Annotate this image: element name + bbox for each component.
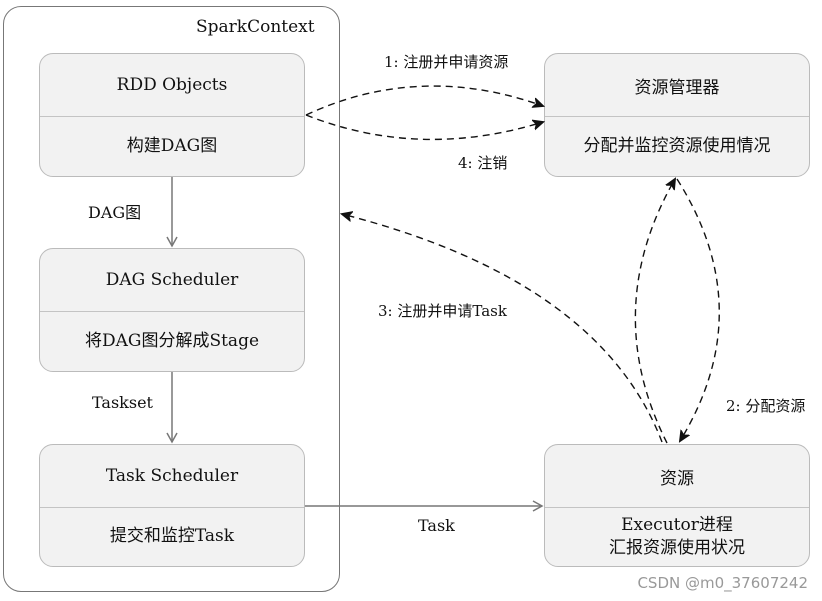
label-taskset: Taskset <box>92 393 153 412</box>
dag-scheduler-body: 将DAG图分解成Stage <box>84 330 260 351</box>
watermark: CSDN @m0_37607242 <box>637 574 808 592</box>
label-dag-graph: DAG图 <box>88 203 142 222</box>
label-unregister: 4: 注销 <box>458 154 508 172</box>
resource-body-executor: Executor进程 <box>621 514 733 535</box>
resource-manager-header: 资源管理器 <box>545 54 809 117</box>
arrow-allocate-resource <box>676 178 720 441</box>
arrow-register-resource <box>305 85 543 116</box>
label-register-task: 3: 注册并申请Task <box>378 302 507 320</box>
spark-context-container <box>3 6 340 592</box>
resource-body-report: 汇报资源使用状况 <box>609 537 745 558</box>
dag-scheduler-box: DAG Scheduler 将DAG图分解成Stage <box>39 248 305 372</box>
task-scheduler-header: Task Scheduler <box>40 445 304 508</box>
label-register-resource: 1: 注册并申请资源 <box>384 53 509 71</box>
resource-box: 资源 Executor进程 汇报资源使用状况 <box>544 444 810 567</box>
resource-manager-box: 资源管理器 分配并监控资源使用情况 <box>544 53 810 177</box>
arrow-unregister <box>305 114 543 141</box>
task-scheduler-body: 提交和监控Task <box>109 526 235 546</box>
spark-context-title: SparkContext <box>196 17 315 37</box>
task-scheduler-box: Task Scheduler 提交和监控Task <box>39 444 305 567</box>
label-allocate-resource: 2: 分配资源 <box>726 397 806 415</box>
arrow-register-task <box>342 214 663 443</box>
rdd-objects-header: RDD Objects <box>40 54 304 117</box>
rdd-objects-box: RDD Objects 构建DAG图 <box>39 53 305 177</box>
rdd-objects-body: 构建DAG图 <box>126 135 218 156</box>
resource-manager-body: 分配并监控资源使用情况 <box>583 135 771 156</box>
resource-header: 资源 <box>545 445 809 508</box>
arrow-report-resource <box>634 179 675 444</box>
label-task: Task <box>418 516 455 535</box>
dag-scheduler-header: DAG Scheduler <box>40 249 304 312</box>
